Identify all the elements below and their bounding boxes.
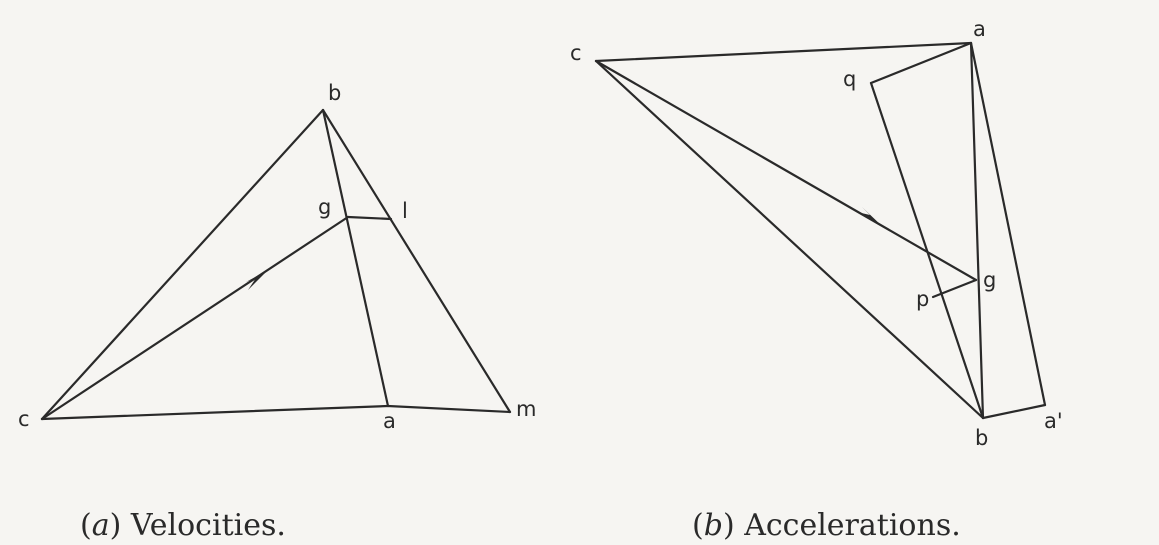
- edge-c-g: [40, 215, 350, 421]
- edge-c-g: [594, 59, 978, 282]
- arrow-cg: [857, 207, 884, 228]
- edge-b-m: [321, 108, 512, 414]
- label-point-a: a: [973, 17, 986, 41]
- label-point-l: l: [402, 199, 408, 223]
- edge-b-a: [321, 108, 390, 408]
- label-point-a: a: [383, 409, 396, 433]
- edge-a-b: [969, 41, 985, 420]
- caption-accelerations: (b) Accelerations.: [692, 508, 961, 543]
- label-point-g: g: [983, 268, 996, 292]
- caption-letter-a: a: [92, 508, 110, 543]
- label-point-a-prime: a': [1044, 409, 1063, 433]
- caption-text-accelerations: Accelerations.: [743, 508, 961, 543]
- caption-velocities: (a) Velocities.: [80, 508, 286, 543]
- label-point-b: b: [975, 426, 988, 450]
- edge-c-a: [594, 41, 973, 63]
- caption-letter-b: b: [704, 508, 723, 543]
- velocity-diagram: b g l c a m (a) Velocities.: [18, 81, 536, 543]
- caption-text-velocities: Velocities.: [130, 508, 286, 543]
- edge-a-aprime: [969, 41, 1047, 407]
- label-point-q: q: [843, 67, 856, 91]
- label-point-b: b: [328, 81, 341, 105]
- edge-c-a: [40, 404, 390, 421]
- edge-b-aprime: [981, 403, 1047, 420]
- label-point-c: c: [18, 407, 30, 431]
- label-point-g: g: [318, 195, 331, 219]
- edge-c-b: [594, 59, 985, 420]
- edge-c-b: [40, 108, 325, 421]
- edge-g-p: [931, 278, 978, 299]
- edge-a-q: [869, 41, 973, 85]
- arrow-cg: [246, 270, 268, 290]
- edge-g-l: [346, 215, 393, 221]
- edge-a-m: [386, 404, 512, 414]
- label-point-p: p: [916, 287, 929, 311]
- label-point-c: c: [570, 41, 582, 65]
- acceleration-diagram: c a q g p b a' (b) Accelerations.: [570, 17, 1063, 543]
- label-point-m: m: [516, 397, 536, 421]
